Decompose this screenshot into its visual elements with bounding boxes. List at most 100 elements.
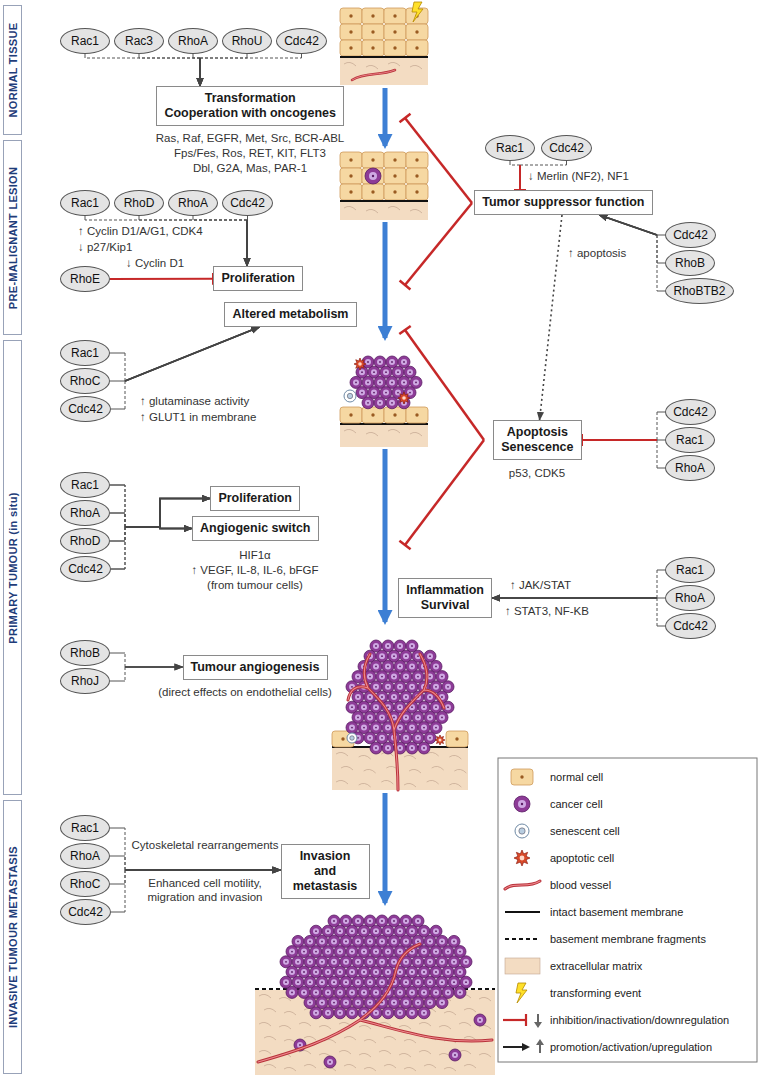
matrix-fibre	[459, 1022, 471, 1026]
activation-connector	[125, 327, 259, 381]
cell-nucleolus	[381, 941, 383, 943]
cell-nucleus	[415, 674, 421, 680]
cell-nucleolus	[363, 951, 365, 953]
cell-nucleus	[327, 1059, 333, 1065]
cell-nucleus	[379, 959, 385, 965]
cell-nucleolus	[351, 706, 353, 708]
connector-stub	[110, 541, 125, 542]
group-dashed-line	[85, 58, 200, 59]
matrix-fibre	[449, 783, 461, 787]
process-text: Inflammation	[406, 583, 484, 598]
cell-nucleolus	[333, 941, 335, 943]
normal-cell	[406, 407, 428, 423]
cell-nucleolus	[405, 737, 407, 739]
cell-nucleolus	[327, 971, 329, 973]
cell-nucleus	[373, 725, 379, 731]
cell-nucleolus	[357, 717, 359, 719]
cell-nucleolus	[339, 971, 341, 973]
matrix-fibre	[264, 1008, 276, 1012]
cell-nucleolus	[379, 402, 381, 404]
inhibition-bracket	[405, 203, 472, 285]
cell-nucleolus	[309, 961, 311, 963]
inhibition-bracket	[405, 330, 484, 440]
process-text: Cooperation with oncogenes	[164, 106, 336, 121]
cell-nucleolus	[375, 992, 377, 994]
cell-nucleus	[403, 938, 409, 944]
cancer-cell	[322, 1007, 334, 1019]
cell-nucleolus	[405, 941, 407, 943]
matrix-fibre	[359, 755, 371, 759]
cancer-cell	[382, 1007, 394, 1019]
gene-oval: RhoC	[60, 871, 110, 897]
activation-connector	[246, 220, 248, 266]
activation-connector	[492, 597, 657, 599]
cell-nucleus	[307, 979, 313, 985]
gene-name: RhoA	[178, 34, 208, 48]
group-dashed-line	[125, 828, 126, 870]
connector	[110, 278, 213, 279]
cell-nucleolus	[303, 992, 305, 994]
cell-nucleolus	[411, 727, 413, 729]
matrix-fibre	[359, 783, 371, 787]
cell-nucleus	[477, 1017, 483, 1023]
connector-stub	[657, 291, 665, 292]
cell-nucleolus	[399, 727, 401, 729]
progression-arrow	[383, 793, 388, 903]
cell-nucleus	[349, 725, 355, 731]
process-text: Tumor suppressor function	[482, 195, 645, 210]
cell-nucleus	[393, 413, 396, 416]
cell-nucleolus	[397, 392, 399, 394]
cell-nucleus	[397, 949, 403, 955]
cell-nucleus	[319, 1000, 325, 1006]
gene-oval: Rac1	[60, 28, 110, 54]
cell-nucleus	[373, 928, 379, 934]
connector-stub	[85, 54, 86, 58]
normal-cell	[340, 24, 362, 40]
cell-nucleus	[349, 928, 355, 934]
cell-nucleus	[361, 704, 367, 710]
cell-nucleus	[433, 928, 439, 934]
cell-nucleus	[367, 938, 373, 944]
connector	[193, 216, 247, 266]
cell-nucleolus	[417, 655, 419, 657]
cell-nucleolus	[409, 371, 411, 373]
cell-nucleolus	[399, 951, 401, 953]
cell-nucleolus	[375, 645, 377, 647]
cell-nucleus	[371, 413, 374, 416]
cell-nucleolus	[411, 645, 413, 647]
normal-cell	[384, 40, 406, 56]
cell-nucleolus	[351, 992, 353, 994]
matrix-fibre	[299, 1022, 311, 1026]
normal-cell	[384, 184, 406, 200]
cell-nucleus	[289, 989, 295, 995]
cell-nucleus	[397, 989, 403, 995]
senescent-cell	[347, 733, 357, 743]
stage-band: PRIMARY TUMOUR (in situ)	[3, 340, 22, 795]
legend-label: transforming event	[550, 986, 641, 1000]
connector	[110, 485, 192, 529]
cell-nucleus	[403, 918, 409, 924]
group-dashed-line	[125, 856, 126, 870]
cell-nucleolus	[411, 992, 413, 994]
cell-nucleolus	[309, 1002, 311, 1004]
group-dashed-line	[193, 58, 200, 59]
gene-name: RhoC	[70, 877, 101, 891]
connector-stub	[110, 681, 125, 682]
process-box: TransformationCooperation with oncogenes	[156, 86, 344, 126]
cell-nucleolus	[399, 706, 401, 708]
cell-nucleolus	[441, 696, 443, 698]
matrix-fibre	[479, 1053, 491, 1057]
cell-nucleus	[391, 694, 397, 700]
cell-nucleolus	[387, 727, 389, 729]
cell-nucleolus	[309, 981, 311, 983]
matrix-fibre	[284, 1067, 296, 1071]
matrix-fibre	[264, 1036, 276, 1040]
cell-nucleolus	[321, 1002, 323, 1004]
matrix-fibre	[384, 1064, 396, 1068]
cell-nucleolus	[447, 951, 449, 953]
gene-name: Rac3	[125, 34, 153, 48]
cell-nucleus	[397, 1010, 403, 1016]
cell-nucleolus	[429, 961, 431, 963]
cancer-cell	[362, 397, 374, 409]
cell-nucleus	[313, 989, 319, 995]
